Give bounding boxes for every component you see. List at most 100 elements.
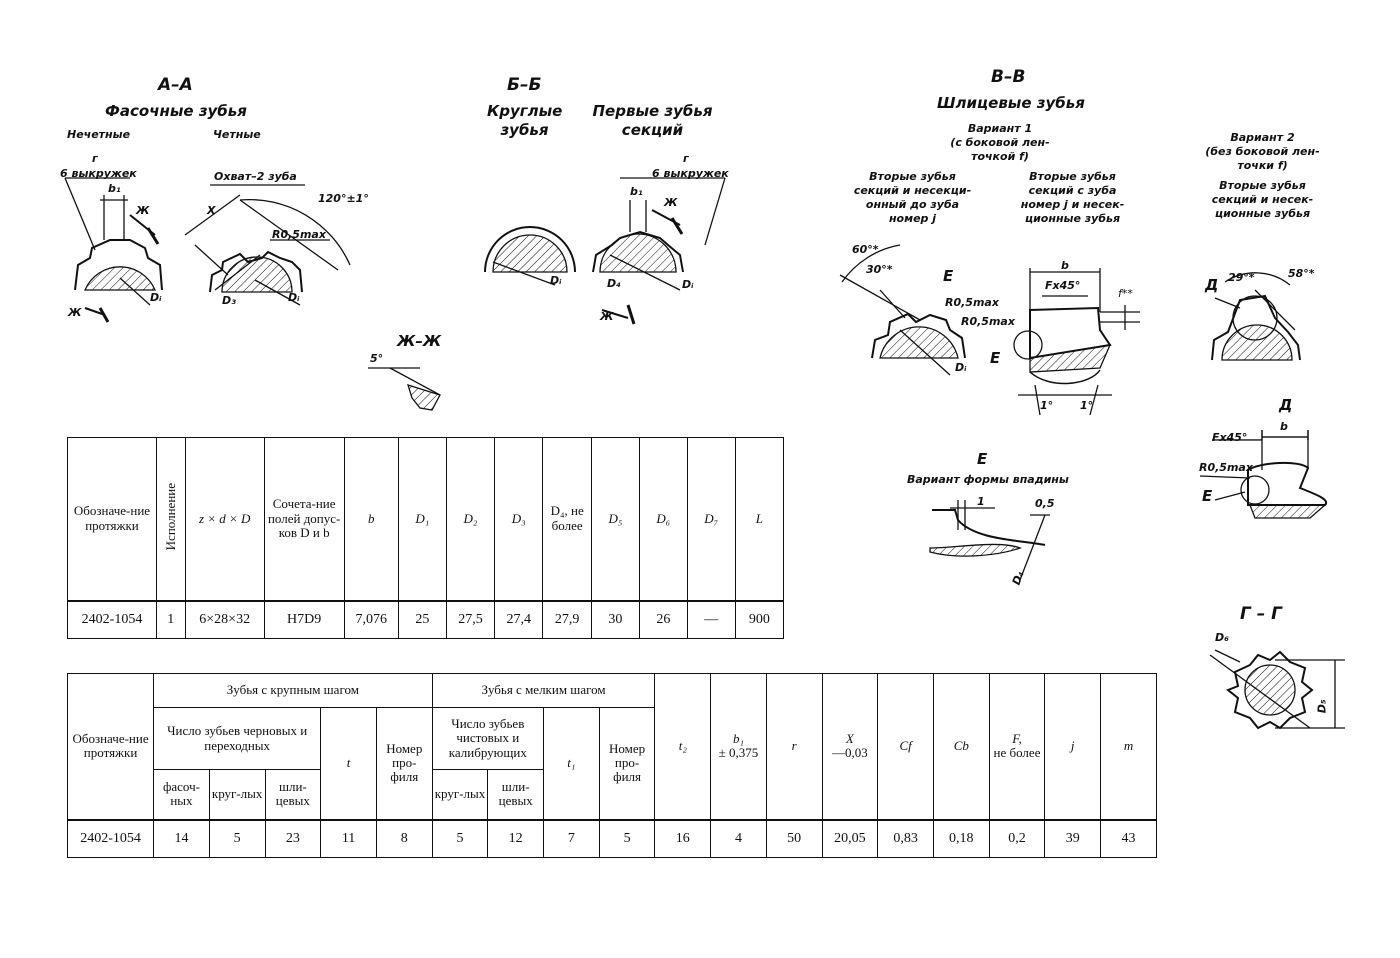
t2-h-fine: Зубья с мелким шагом (431, 673, 656, 708)
t2-h-j: j (1044, 673, 1102, 820)
t2-c-4: 11 (320, 818, 377, 858)
t1-c-obozn: 2402-1054 (67, 599, 157, 639)
t1-h-d6: D₆ (638, 437, 688, 601)
t2-c-5: 8 (375, 818, 433, 858)
var2-d: Д (1205, 276, 1219, 294)
vv-subtitle: Шлицевые зубья (937, 94, 1085, 112)
zhzh-title: Ж–Ж (397, 332, 442, 350)
t2-h-F: F,не более (988, 673, 1046, 820)
bb-vykr-label: 6 выкружек (652, 167, 729, 180)
t2-c-6: 5 (431, 818, 489, 858)
d-fx45: Fx45° (1212, 431, 1248, 444)
section-aa-even (184, 184, 351, 306)
t1-h-b: b (343, 437, 399, 601)
t2-h-profile2: Номер про-филя (598, 707, 656, 820)
table1-header-row: Обозначе-ние протяжки Исполнение z × d ×… (67, 437, 785, 601)
t2-c-12: 50 (765, 818, 823, 858)
vv-var1-1: Вариант 1 (967, 122, 1033, 135)
t2-h-round2: круг-лых (431, 769, 489, 820)
bb-di2-label: Dᵢ (682, 278, 694, 291)
bb-zh-label: Ж (664, 196, 678, 209)
aa-x-label: X (207, 204, 216, 217)
aa-b1-label: b₁ (108, 182, 121, 195)
var2-5: секций и несек- (1211, 193, 1314, 206)
vv-deg1a: 1° (1040, 399, 1054, 412)
t1-c-d6: 26 (638, 599, 688, 639)
t2-c-8: 7 (543, 818, 600, 858)
table-row: 2402-1054 14 5 23 11 8 5 12 7 5 16 4 50 … (66, 818, 1157, 858)
t2-h-t1: t₁ (543, 707, 600, 820)
aa-odd-label: Нечетные (67, 128, 131, 141)
vv-second1-2: секций и несекци- (853, 184, 972, 197)
table-broach-dimensions: Обозначе-ние протяжки Исполнение z × d ×… (67, 437, 785, 639)
section-vv-left (839, 244, 966, 376)
t1-h-ispoln: Исполнение (155, 437, 186, 601)
t1-c-l: 900 (734, 599, 785, 639)
d-title: Д (1279, 396, 1293, 414)
vv-var1-3: точкой f) (971, 150, 1029, 163)
aa-di-label: Dᵢ (150, 291, 162, 304)
e-one: 1 (977, 495, 985, 508)
t2-c-18: 43 (1100, 818, 1157, 858)
t2-h-b1: b₁± 0,375 (710, 673, 767, 820)
aa-even-label: Четные (213, 128, 261, 141)
t2-h-count-fine: Число зубьев чистовых и калибрующих (431, 707, 545, 770)
t1-h-d7: D₇ (686, 437, 736, 601)
vv-a60: 60°* (852, 243, 879, 256)
t1-c-b: 7,076 (343, 599, 399, 639)
gg-title: Г – Г (1240, 604, 1283, 624)
aa-vykr-label: 6 выкружек (60, 167, 137, 180)
vv-fx45: Fx45° (1045, 279, 1081, 292)
section-bb-round (484, 226, 576, 286)
aa-r05-label: R0,5max (272, 228, 326, 241)
aa-angle-label: 120°±1° (318, 192, 369, 205)
bb-first-2: секций (621, 121, 684, 139)
t1-c-d5: 30 (590, 599, 640, 639)
t2-h-profile1: Номер про-филя (375, 707, 433, 820)
t1-h-sochet: Сочета-ние полей допус-ков D и b (263, 437, 345, 601)
t2-c-9: 5 (598, 818, 656, 858)
e-title: Е (977, 450, 988, 468)
d-b: b (1280, 420, 1288, 433)
section-bb-first (592, 177, 726, 325)
var2-3: точки f) (1237, 159, 1288, 172)
vv-var1-2: (с боковой лен- (950, 136, 1050, 149)
t2-h-m: m (1100, 673, 1157, 820)
t2-h-x: X—0,03 (821, 673, 879, 820)
var2-a58: 58°* (1288, 267, 1315, 280)
t1-h-obozn: Обозначе-ние протяжки (67, 437, 157, 601)
t2-h-spline2: шли-цевых (487, 769, 545, 820)
aa-zh2-label: Ж (68, 306, 82, 319)
t2-h-t2: t₂ (654, 673, 712, 820)
table2-header-row3: фасоч-ных круг-лых шли-цевых круг-лых шл… (68, 769, 1157, 820)
t1-h-l: L (734, 437, 785, 601)
t2-c-3: 23 (264, 818, 322, 858)
vv-e-label: Е (943, 267, 954, 285)
vv-r05a: R0,5max (945, 296, 999, 309)
d-e: Е (1202, 487, 1213, 505)
technical-drawings (64, 177, 1309, 440)
bb-title: Б–Б (507, 75, 542, 95)
e-subtitle: Вариант формы впадины (907, 473, 1069, 486)
t2-c-13: 20,05 (821, 818, 879, 858)
t1-c-sochet: H7D9 (263, 599, 345, 639)
vv-di: Dᵢ (955, 361, 967, 374)
t2-h-r: r (765, 673, 823, 820)
t1-h-d4: D₄, не более (542, 437, 592, 601)
aa-okhvat-label: Охват–2 зуба (214, 170, 297, 183)
e-d4: D₄ (1009, 569, 1027, 587)
bb-round-1: Круглые (487, 102, 563, 120)
aa-d3-label: D₃ (222, 294, 236, 307)
t2-h-cf: Cf (877, 673, 934, 820)
t1-c-d1: 25 (397, 599, 447, 639)
aa-subtitle: Фасочные зубья (105, 102, 247, 120)
t2-h-b1-tol: ± 0,375 (718, 745, 759, 761)
t1-h-zdd: z × d × D (184, 437, 265, 601)
section-zhzh (368, 367, 441, 411)
d-r05: R0,5max (1199, 461, 1253, 474)
t2-c-17: 39 (1044, 818, 1102, 858)
e-half: 0,5 (1035, 497, 1055, 510)
t2-h-coarse: Зубья с крупным шагом (153, 673, 433, 708)
t2-h-obozn: Обозначе-ние протяжки (66, 673, 155, 820)
bb-first-1: Первые зубья (592, 102, 713, 120)
